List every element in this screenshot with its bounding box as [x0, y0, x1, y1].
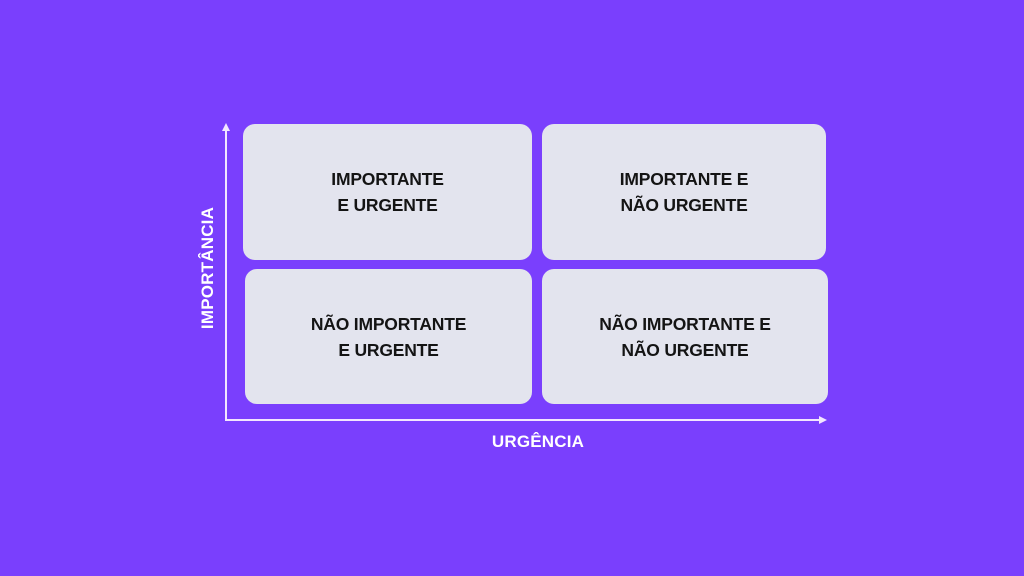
quadrant-not-important-not-urgent: NÃO IMPORTANTE E NÃO URGENTE [542, 269, 828, 404]
quadrant-label-line2: E URGENTE [338, 339, 439, 360]
quadrant-important-urgent: IMPORTANTE E URGENTE [243, 124, 532, 260]
quadrant-label-line1: IMPORTANTE [331, 169, 444, 189]
x-axis-arrow-icon [819, 416, 827, 424]
quadrant-label-line1: IMPORTANTE E [619, 169, 749, 189]
y-axis-line [225, 130, 227, 421]
quadrant-not-important-urgent: NÃO IMPORTANTE E URGENTE [245, 269, 532, 404]
quadrant-important-not-urgent: IMPORTANTE E NÃO URGENTE [542, 124, 826, 260]
quadrant-label-line1: NÃO IMPORTANTE [310, 313, 467, 334]
y-axis-label: IMPORTÂNCIA [198, 206, 217, 330]
x-axis-line [225, 419, 821, 421]
quadrant-label-line2: NÃO URGENTE [620, 195, 748, 215]
x-axis-label: URGÊNCIA [491, 432, 585, 451]
quadrant-label-line1: NÃO IMPORTANTE E [599, 313, 771, 334]
y-axis-arrow-icon [222, 123, 230, 131]
quadrant-label-line2: E URGENTE [337, 195, 438, 215]
quadrant-label-line2: NÃO URGENTE [621, 339, 749, 360]
